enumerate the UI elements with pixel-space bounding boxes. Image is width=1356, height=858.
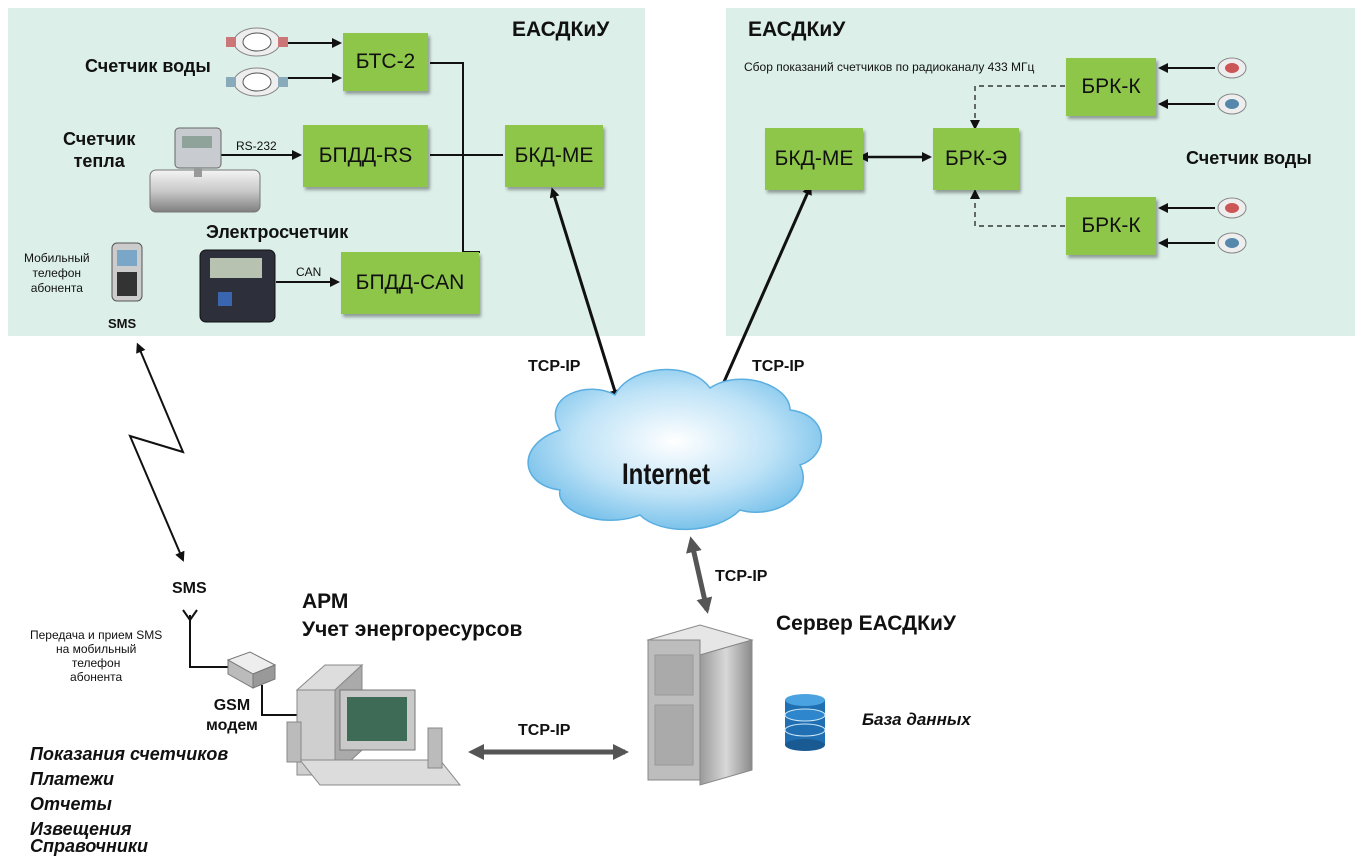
water-meter-label-right: Счетчик воды [1186,148,1312,168]
bts2-box: БТС-2 [343,33,428,91]
arm-title: АРМ Учет энергоресурсов [302,590,523,641]
brk-e-box: БРК-Э [933,128,1019,190]
brk-k-box-bottom: БРК-К [1066,197,1156,255]
mobile-label: Мобильный телефон абонента [24,251,90,295]
database-label: База данных [862,710,971,729]
water-meter-icon [1217,232,1247,254]
database-icon [784,694,826,751]
water-meter-icon [1217,93,1247,115]
tcpip-label-right: TCP-IP [752,358,805,375]
sms-label-bottom: SMS [172,580,207,597]
feature-item: Справочники [30,836,149,856]
water-meter-icon [226,27,288,57]
internet-label: Internet [622,458,711,491]
feature-item: Показания счетчиков [30,744,229,764]
computer-icon [286,663,462,786]
bpdd-can-box: БПДД-CAN [341,252,479,314]
water-meter-icon [226,67,288,97]
feature-item: Извещения [30,819,132,839]
sms-note: Передача и прием SMS на мобильный телефо… [30,628,163,684]
left-panel-title: ЕАСДКиУ [512,18,610,41]
mobile-phone-icon [111,242,143,302]
tcpip-label-server: TCP-IP [715,568,768,585]
right-panel-title: ЕАСДКиУ [748,18,846,41]
heat-meter-icon [149,127,261,213]
water-meter-icon [1217,57,1247,79]
brk-k-box-top: БРК-К [1066,58,1156,116]
electric-meter-icon [199,249,276,323]
tcpip-label-left: TCP-IP [528,358,581,375]
can-label: CAN [296,265,322,279]
water-meter-label: Счетчик воды [85,56,211,76]
bkd-me-box-left: БКД-МЕ [505,125,603,187]
server-icon [646,624,754,786]
gsm-modem-icon [226,651,277,689]
electric-meter-label: Электросчетчик [206,222,349,242]
tcpip-label-arm: TCP-IP [518,722,571,739]
bkd-me-box-right: БКД-МЕ [765,128,863,190]
internet-cloud [527,368,823,531]
rs232-label: RS-232 [236,139,277,153]
feature-item: Отчеты [30,794,112,814]
bpdd-rs-box: БПДД-RS [303,125,428,187]
heat-meter-label: Счетчик тепла [63,129,136,171]
water-meter-icon [1217,197,1247,219]
radio-note: Сбор показаний счетчиков по радиоканалу … [744,60,1035,74]
gsm-modem-label: GSM модем [206,697,258,734]
sms-label-top: SMS [108,316,137,331]
feature-item: Платежи [30,769,114,789]
server-title: Сервер ЕАСДКиУ [776,612,956,635]
